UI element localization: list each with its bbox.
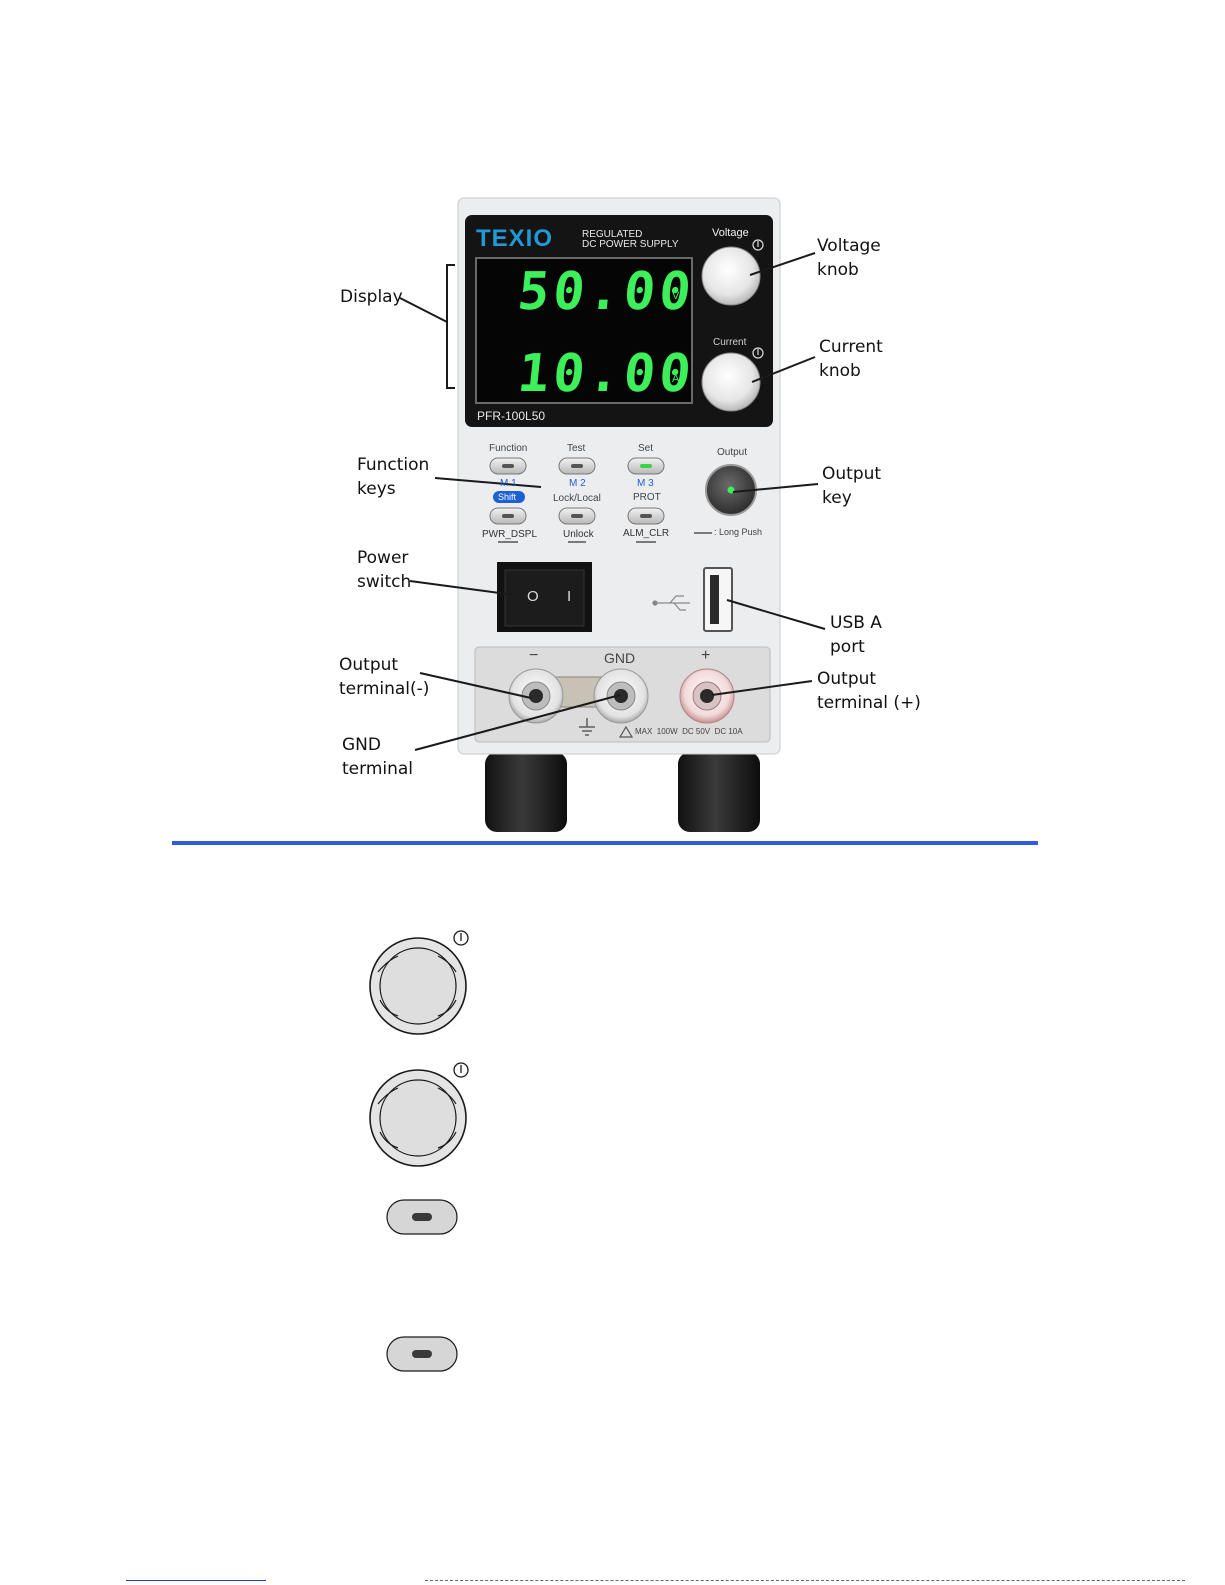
voltage-knob-label: Voltage <box>712 227 749 239</box>
large-knob-icon-1 <box>369 930 469 1035</box>
output-led <box>727 486 735 494</box>
section-divider <box>172 841 1038 845</box>
callout-output-key: Output key <box>822 464 882 508</box>
warning-icon <box>618 725 634 738</box>
unlock-label: Unlock <box>563 529 594 540</box>
test-key-label: Test <box>567 443 586 454</box>
footer-dashed-rule <box>425 1580 1185 1581</box>
callout-usb-port: USB A port <box>830 613 882 657</box>
set-key-label: Set <box>638 443 654 454</box>
usb-symbol-icon <box>652 595 690 611</box>
callout-power-switch: Power switch <box>357 548 412 592</box>
function-key-label: Function <box>489 443 528 454</box>
model-label: PFR-100L50 <box>477 409 546 423</box>
callout-leaders <box>399 252 826 751</box>
prot-label: PROT <box>633 492 661 503</box>
lock-local-label: Lock/Local <box>553 493 601 504</box>
left-foot <box>485 752 567 832</box>
long-push-label: : Long Push <box>714 527 763 537</box>
callout-output-terminal-minus: Output terminal(-) <box>339 655 430 699</box>
power-on-symbol: I <box>567 588 572 605</box>
display-bracket <box>446 264 455 389</box>
output-key-label: Output <box>717 447 748 458</box>
power-off-symbol: O <box>527 588 539 605</box>
voltage-knob[interactable] <box>701 246 761 306</box>
terminal-gnd-label: GND <box>604 650 636 666</box>
alm-clr-label: ALM_CLR <box>623 528 670 539</box>
panel-subtitle-2: DC POWER SUPPLY <box>582 239 679 250</box>
function-key-group <box>489 457 665 543</box>
display-window <box>475 257 693 404</box>
callout-display: Display <box>340 287 403 307</box>
footer-link-underline <box>126 1580 266 1581</box>
terminal-plus-label: + <box>701 647 711 664</box>
shift-label: Shift <box>498 492 517 502</box>
shift-badge <box>493 491 525 503</box>
current-reading: 10.00 <box>514 344 698 404</box>
m2-label: M 2 <box>569 478 586 489</box>
power-switch[interactable] <box>504 569 585 627</box>
rating-label: MAX 100W DC 50V DC 10A <box>635 727 743 736</box>
callout-voltage-knob: Voltage knob <box>817 236 881 280</box>
m1-label: M 1 <box>500 478 517 489</box>
ground-symbol-icon <box>579 718 595 736</box>
current-knob-label: Current <box>713 337 747 348</box>
callout-current-knob: Current knob <box>819 337 883 381</box>
key-button-icon-1 <box>386 1199 458 1235</box>
pwr-dspl-label: PWR_DSPL <box>482 529 538 540</box>
brand-logo: TEXIO <box>476 225 554 252</box>
key-button-icon-2 <box>386 1336 458 1372</box>
m3-label: M 3 <box>637 478 654 489</box>
voltage-unit: V <box>672 290 680 302</box>
current-unit: A <box>672 373 680 385</box>
voltage-reading: 50.00 <box>514 262 698 322</box>
right-foot <box>678 752 760 832</box>
panel-subtitle-1: REGULATED <box>582 229 643 240</box>
callout-function-keys: Function keys <box>357 455 430 499</box>
current-knob[interactable] <box>701 352 761 412</box>
callout-gnd-terminal: GND terminal <box>342 735 414 779</box>
callout-output-terminal-plus: Output terminal (+) <box>817 669 921 713</box>
large-knob-icon-2 <box>369 1062 469 1167</box>
terminal-minus-label: − <box>529 647 539 664</box>
voltage-knob-indicator-icon <box>752 239 764 251</box>
current-knob-indicator-icon <box>752 347 764 359</box>
